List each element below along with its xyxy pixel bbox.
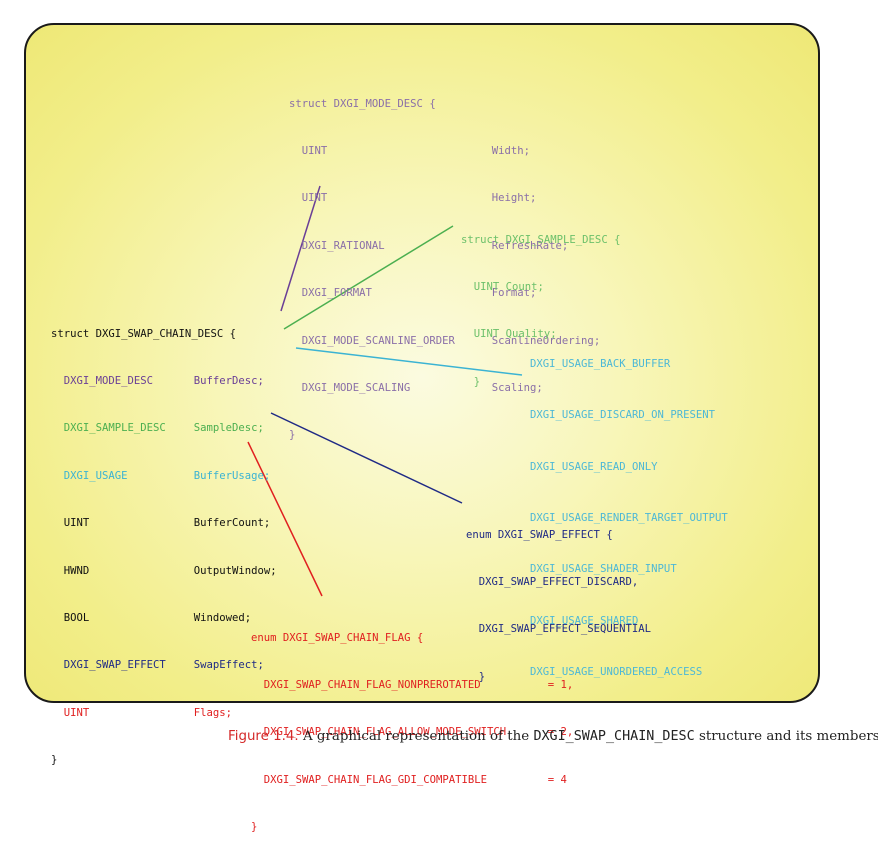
swap-effect-header: enum DXGI_SWAP_EFFECT { [466,528,613,541]
swap-effect-close: } [478,670,486,683]
usage-value: DXGI_USAGE_RENDER_TARGET_OUTPUT [530,512,728,525]
member-type: DXGI_RATIONAL [301,239,385,252]
connector-sample-desc [283,225,454,330]
member-name: RefreshRate; [491,239,569,252]
chain-flag-close: } [251,821,258,834]
flag-value: = 4 [547,773,567,786]
chain-flag-member: DXGI_SWAP_CHAIN_FLAG_NONPREROTATED = 1, [251,678,574,694]
member-type: HWND [63,564,90,577]
member-type: UINT [63,517,90,530]
swap-chain-member: DXGI_SWAP_EFFECT SwapEffect; [51,658,277,674]
mode-desc-close: } [289,429,296,442]
usage-value: DXGI_USAGE_BACK_BUFFER [530,358,671,371]
member-name: Width; [491,144,531,157]
sample-desc-close: } [473,375,481,388]
sample-desc-member: UINT Quality; [461,327,620,343]
chain-flag-member: DXGI_SWAP_CHAIN_FLAG_ALLOW_MODE_SWITCH = … [251,725,574,741]
swap-chain-member: DXGI_SAMPLE_DESC SampleDesc; [51,421,277,437]
member-text: UINT Count; [473,280,544,293]
mode-desc-member: DXGI_FORMAT Format; [289,286,600,302]
member-name: Height; [491,192,537,205]
swap-chain-member: HWND OutputWindow; [51,564,277,580]
chain-flag-header: enum DXGI_SWAP_CHAIN_FLAG { [251,631,424,644]
swap-chain-desc-header: struct DXGI_SWAP_CHAIN_DESC { [51,327,236,340]
member-type: DXGI_SAMPLE_DESC [63,422,166,435]
caption-struct-name: DXGI_SWAP_CHAIN_DESC [533,729,695,744]
mode-desc-member: DXGI_MODE_SCALING Scaling; [289,381,600,397]
caption-text-after: structure and its members. [698,729,878,744]
member-type: UINT [63,706,90,719]
member-type: DXGI_SWAP_EFFECT [63,659,166,672]
sample-desc-struct: struct DXGI_SAMPLE_DESC { UINT Count; UI… [461,201,620,406]
connector-usage [295,347,523,376]
mode-desc-member: UINT Height; [289,191,600,207]
flag-name: DXGI_SWAP_CHAIN_FLAG_NONPREROTATED [263,678,481,691]
swap-chain-member: DXGI_USAGE BufferUsage; [51,469,277,485]
connector-chain-flag [247,441,323,597]
chain-flag-member: DXGI_SWAP_CHAIN_FLAG_GDI_COMPATIBLE = 4 [251,773,573,789]
member-type: DXGI_FORMAT [301,287,372,300]
usage-value: DXGI_USAGE_SHADER_INPUT [530,563,677,576]
usage-value: DXGI_USAGE_READ_ONLY [530,460,658,473]
usage-value: DXGI_USAGE_DISCARD_ON_PRESENT [530,409,715,422]
caption-text-before: A graphical representation of the [302,729,530,744]
mode-desc-header: struct DXGI_MODE_DESC { [289,97,436,110]
connector-lines [247,185,523,597]
usage-value: DXGI_USAGE_SHARED [530,614,639,627]
member-name: Windowed; [193,611,252,624]
flag-name: DXGI_SWAP_CHAIN_FLAG_ALLOW_MODE_SWITCH [263,726,507,739]
member-name: Scaling; [491,381,543,394]
member-type: DXGI_MODE_SCALING [301,381,411,394]
member-name: BufferDesc; [193,374,264,387]
flag-value: = 2, [547,726,574,739]
mode-desc-member: DXGI_RATIONAL RefreshRate; [289,239,600,255]
member-name: SwapEffect; [193,659,264,672]
member-type: BOOL [63,611,90,624]
flag-name: DXGI_SWAP_CHAIN_FLAG_GDI_COMPATIBLE [263,773,487,786]
swap-chain-member: UINT Flags; [51,706,277,722]
swap-chain-flag-enum: enum DXGI_SWAP_CHAIN_FLAG { DXGI_SWAP_CH… [251,599,573,852]
sample-desc-header: struct DXGI_SAMPLE_DESC { [461,233,621,246]
swap-effect-enum: enum DXGI_SWAP_EFFECT { DXGI_SWAP_EFFECT… [466,496,651,701]
flag-value: = 1, [547,678,574,691]
member-name: Flags; [193,706,233,719]
connector-swap-effect [270,412,463,504]
member-type: DXGI_USAGE [63,469,128,482]
usage-values-list: DXGI_USAGE_BACK_BUFFER DXGI_USAGE_DISCAR… [530,322,728,698]
member-name: BufferCount; [193,517,271,530]
swap-effect-member: DXGI_SWAP_EFFECT_DISCARD, [478,575,639,588]
member-type: UINT [301,144,328,157]
swap-effect-member: DXGI_SWAP_EFFECT_SEQUENTIAL [478,623,651,636]
sample-desc-member: UINT Count; [461,280,620,296]
mode-desc-member: DXGI_MODE_SCANLINE_ORDER ScanlineOrdering… [289,334,600,350]
member-name: BufferUsage; [193,469,271,482]
mode-desc-struct: struct DXGI_MODE_DESC { UINT Width; UINT H… [289,65,600,460]
swap-chain-member: UINT BufferCount; [51,516,277,532]
swap-chain-desc-close: } [51,754,58,767]
swap-chain-member: DXGI_MODE_DESC BufferDesc; [51,374,277,390]
member-name: ScanlineOrdering; [491,334,601,347]
swap-chain-member: BOOL Windowed; [51,611,277,627]
member-type: UINT [301,192,328,205]
figure-caption: Figure 1.4. A graphical representation o… [228,729,878,744]
member-name: Format; [491,287,537,300]
member-name: OutputWindow; [193,564,277,577]
swap-chain-desc-struct: struct DXGI_SWAP_CHAIN_DESC { DXGI_MODE_… [51,295,277,785]
member-text: UINT Quality; [473,328,557,341]
member-type: DXGI_MODE_SCANLINE_ORDER [301,334,455,347]
connector-mode-desc [280,185,321,312]
member-name: SampleDesc; [193,422,264,435]
mode-desc-member: UINT Width; [289,144,600,160]
usage-value: DXGI_USAGE_UNORDERED_ACCESS [530,665,703,678]
member-type: DXGI_MODE_DESC [63,374,154,387]
figure-label: Figure 1.4. [228,729,299,744]
